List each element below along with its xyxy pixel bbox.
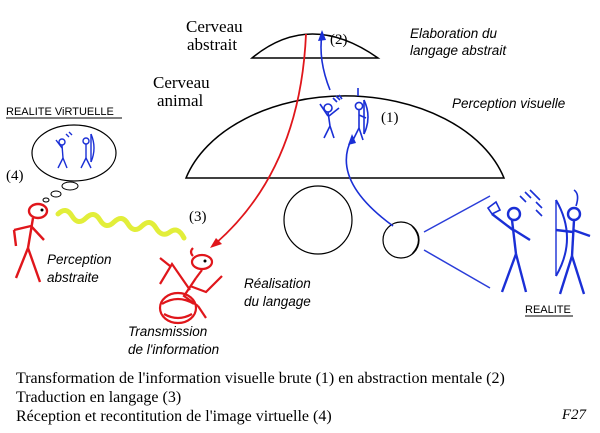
listener-figure-icon xyxy=(12,202,49,283)
language-arrow xyxy=(214,33,307,245)
reality-label: REALITE xyxy=(525,304,571,316)
perception-arrow-head xyxy=(348,134,356,145)
abstract-perception-label-line1: Perception xyxy=(47,252,112,267)
caption-line-1: Transformation de l'information visuelle… xyxy=(16,370,505,387)
animal-brain-label-line1: Cerveau xyxy=(153,73,210,92)
transmission-label-line2: de l'information xyxy=(128,342,219,357)
thought-bubble xyxy=(31,124,117,203)
abstraction-arrow xyxy=(320,33,331,91)
eye-icon xyxy=(382,195,491,289)
animal-brain-label-line2: animal xyxy=(157,91,204,110)
perception-arrow xyxy=(345,137,394,227)
caption-line-2: Traduction en langage (3) xyxy=(16,389,182,406)
elaboration-label-line2: langage abstrait xyxy=(410,43,507,58)
speaker-eye-icon xyxy=(203,259,207,263)
step-4-label: (4) xyxy=(6,168,24,184)
abstraction-arrow-head xyxy=(318,30,326,41)
reality-figures-icon xyxy=(486,189,591,295)
step-3-label: (3) xyxy=(189,209,207,225)
elaboration-label-line1: Elaboration du xyxy=(410,26,498,41)
abstract-brain-label-line2: abstrait xyxy=(187,35,237,54)
virtual-reality-label: REALITE ViRTUELLE xyxy=(6,106,114,118)
visual-perception-label: Perception visuelle xyxy=(452,96,565,111)
step-1-label: (1) xyxy=(381,110,399,126)
transmission-label-line1: Transmission xyxy=(128,324,207,339)
abstract-brain-label-line1: Cerveau xyxy=(186,17,243,36)
figure-number: F27 xyxy=(561,407,586,423)
abstract-perception-label-line2: abstraite xyxy=(47,270,99,285)
perceived-figures-icon xyxy=(319,88,369,141)
listener-eye-icon xyxy=(40,208,44,212)
step-2-label: (2) xyxy=(330,32,348,48)
language-realization-label-line2: du langage xyxy=(244,294,311,309)
brainstem-circle xyxy=(283,185,353,255)
language-realization-label-line1: Réalisation xyxy=(244,276,311,291)
caption-line-3: Réception et recontitution de l'image vi… xyxy=(16,408,332,425)
abstract-brain-shape xyxy=(249,33,381,59)
speech-wave xyxy=(55,208,187,241)
language-arrow-head xyxy=(210,238,222,248)
speaker-figure-icon xyxy=(158,247,223,325)
animal-brain-dome xyxy=(184,95,506,179)
